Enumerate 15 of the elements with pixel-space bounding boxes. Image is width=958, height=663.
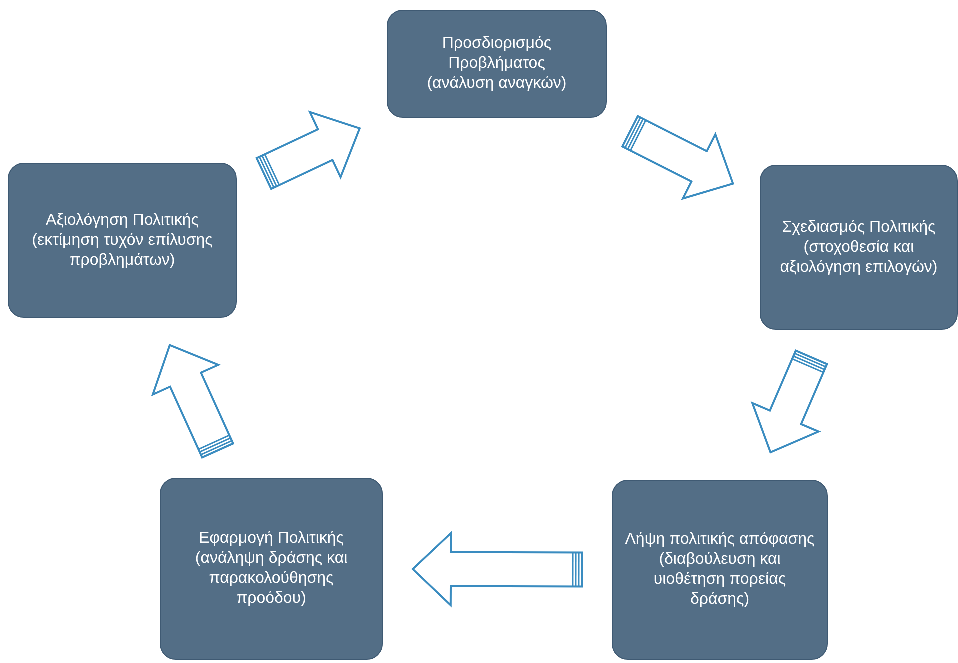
step-title: Αξιολόγηση Πολιτικής bbox=[46, 210, 199, 230]
step-description: (διαβούλευση και υιοθέτηση πορείας δράσης) bbox=[652, 550, 788, 610]
process-box bbox=[760, 165, 958, 330]
step-description: (στοχοθεσία και αξιολόγηση επιλογών) bbox=[779, 238, 939, 278]
step-description: (ανάλυση αναγκών) bbox=[427, 74, 567, 94]
step-title: Λήψη πολιτικής απόφασης bbox=[625, 530, 815, 550]
step-description: (ανάληψη δράσης και παρακολούθησης προόδου) bbox=[194, 549, 349, 609]
process-box bbox=[387, 10, 607, 118]
step-description: (εκτίμηση τυχόν επίλυσης προβλημάτων) bbox=[31, 230, 214, 270]
step-title: Προσδιορισμός Προβλήματος bbox=[441, 34, 553, 74]
step-title: Σχεδιασμός Πολιτικής bbox=[782, 218, 936, 238]
process-box bbox=[8, 163, 237, 318]
process-box bbox=[160, 478, 383, 660]
process-box bbox=[612, 480, 828, 660]
step-title: Εφαρμογή Πολιτικής bbox=[198, 529, 344, 549]
